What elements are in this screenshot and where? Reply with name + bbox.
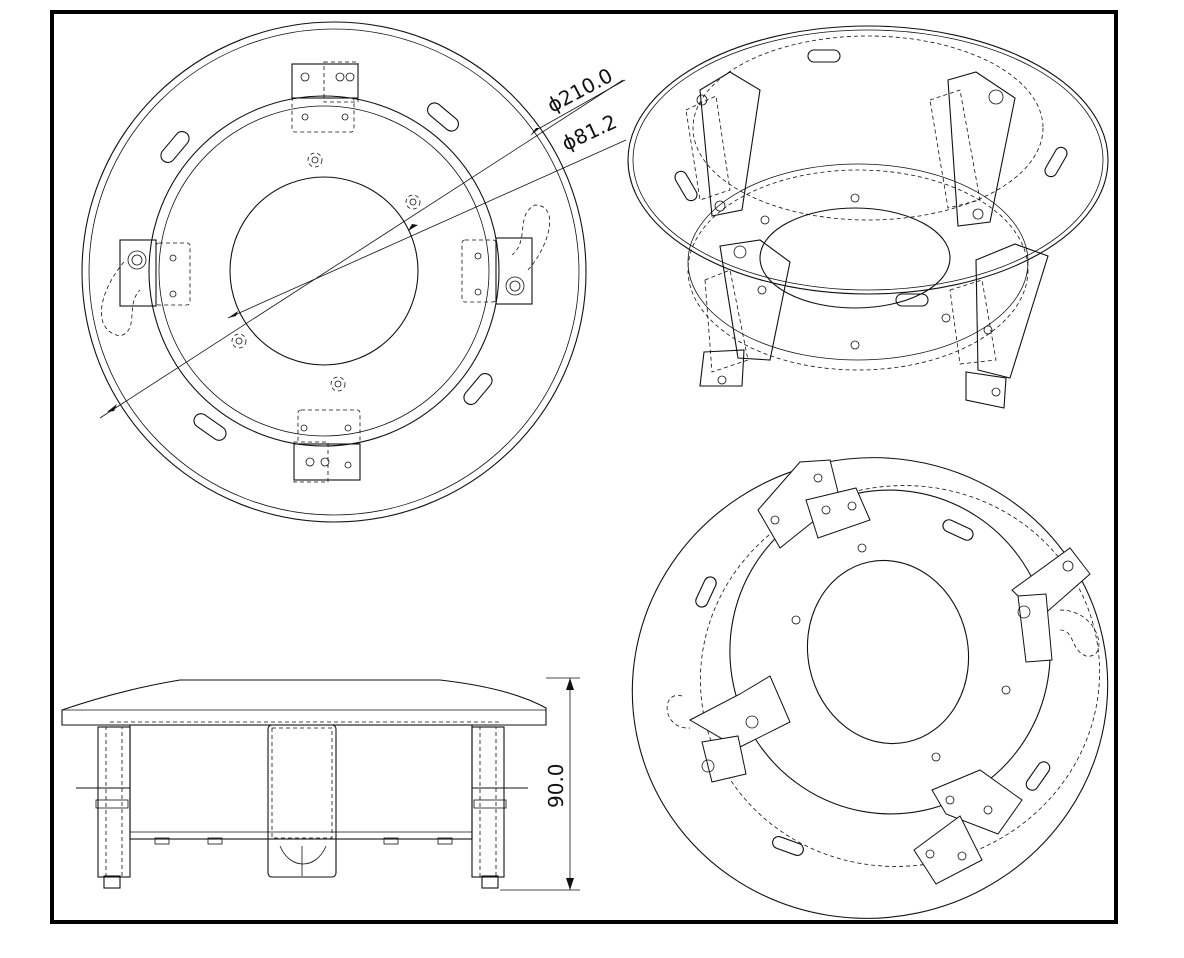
slot — [193, 413, 227, 441]
iso-bracket-top — [757, 459, 871, 549]
height-label: 90.0 — [544, 763, 568, 808]
slot — [463, 373, 493, 405]
slot — [942, 519, 974, 541]
mounting-ring-inner — [158, 105, 490, 437]
bracket-top — [291, 61, 359, 133]
dimension-lines — [99, 79, 627, 419]
flange-slots — [160, 102, 493, 441]
iso-bracket-bottom — [913, 769, 1023, 885]
slot — [807, 49, 841, 63]
iso-bracket-left-front — [699, 239, 791, 387]
slot — [674, 170, 698, 202]
lower-ring — [687, 163, 1029, 361]
ring-body — [129, 724, 473, 840]
outer-flange-ring — [81, 21, 587, 523]
iso-bracket-right-rear — [929, 71, 1016, 227]
slot — [695, 576, 717, 608]
outer-flange-ring-inner-edge — [88, 28, 580, 516]
slot — [772, 836, 804, 856]
slot — [160, 131, 190, 163]
drawing-frame — [50, 10, 1118, 924]
slot — [427, 102, 459, 132]
center-opening-iso — [759, 207, 951, 309]
top-view: ϕ210.0 ϕ81.2 — [81, 21, 627, 523]
isometric-view-top — [627, 25, 1109, 409]
iso-bracket-left-rear — [685, 71, 761, 217]
bracket-right — [461, 204, 551, 305]
isometric-view-bottom — [631, 457, 1109, 919]
center-opening-iso — [806, 559, 970, 745]
mounting-ring-outline — [700, 485, 1100, 867]
side-bracket-left — [76, 726, 131, 889]
side-view: 90.0 — [61, 677, 580, 891]
height-dimension — [500, 677, 580, 891]
slot — [895, 293, 929, 307]
iso-bracket-right-front — [949, 243, 1049, 409]
iso-bracket-left — [666, 675, 791, 783]
center-opening — [229, 176, 419, 366]
mounting-ring-inner — [729, 489, 1051, 815]
side-bracket-right — [471, 726, 528, 889]
slot — [1025, 761, 1051, 791]
flange-outer-rim — [627, 25, 1109, 295]
iso-bracket-right — [1011, 547, 1100, 663]
flange-outer-rim — [631, 457, 1109, 919]
side-bracket-center — [267, 724, 337, 878]
bolt-holes — [231, 152, 421, 392]
bracket-bottom — [293, 409, 361, 483]
flange-profile — [61, 679, 547, 726]
slot — [1044, 146, 1068, 178]
outer-diameter-label: ϕ210.0 — [543, 63, 616, 117]
mounting-ring-outline — [692, 35, 1044, 221]
bracket-left — [101, 239, 191, 337]
mounting-ring-outer — [148, 95, 500, 447]
